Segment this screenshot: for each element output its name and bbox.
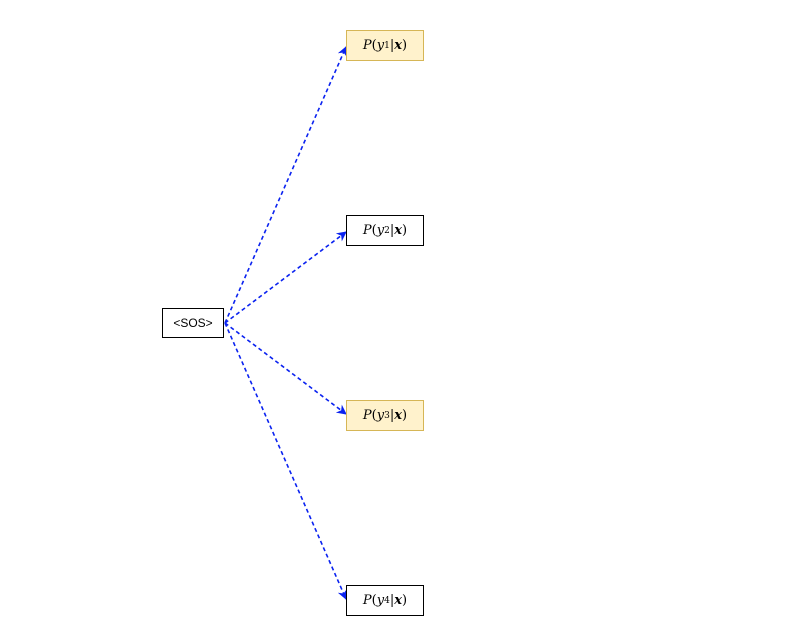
- output-1-fn: P: [362, 38, 372, 53]
- edge-sos-to-p2: [224, 231, 347, 324]
- output-2-fn: P: [362, 223, 372, 238]
- edge-sos-to-p1: [224, 46, 347, 324]
- output-3-fn: P: [362, 408, 372, 423]
- output-1-var: y: [376, 38, 385, 53]
- output-3-var: y: [376, 408, 385, 423]
- sos-node: <SOS>: [162, 308, 224, 338]
- sos-label: <SOS>: [173, 316, 213, 330]
- output-4-fn: P: [362, 593, 372, 608]
- output-4-var: y: [376, 593, 385, 608]
- output-2-cond: x: [394, 223, 402, 238]
- output-4-cond: x: [394, 593, 402, 608]
- edge-sos-to-p3: [224, 322, 347, 415]
- output-3-cond: x: [394, 408, 402, 423]
- output-1-cond: x: [394, 38, 402, 53]
- output-2-var: y: [376, 223, 385, 238]
- edge-sos-to-p4: [224, 322, 347, 600]
